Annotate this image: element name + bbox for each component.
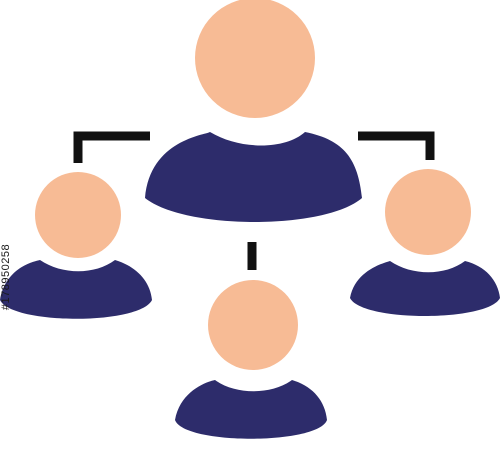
person-member-center bbox=[175, 280, 327, 439]
leader-head bbox=[195, 0, 315, 118]
person-member-left bbox=[0, 172, 152, 319]
member-right-body bbox=[350, 261, 500, 316]
stock-id-label: #178950258 bbox=[0, 243, 12, 311]
connectors bbox=[73, 131, 435, 270]
member-center-body bbox=[175, 380, 327, 439]
connector-left bbox=[73, 131, 150, 163]
member-left-head bbox=[35, 172, 121, 258]
member-left-body bbox=[0, 260, 152, 319]
member-right-head bbox=[385, 169, 471, 255]
connector-right bbox=[358, 131, 435, 160]
person-leader bbox=[145, 0, 362, 222]
leader-body bbox=[145, 132, 362, 222]
member-center-head bbox=[208, 280, 298, 370]
person-member-right bbox=[350, 169, 500, 316]
